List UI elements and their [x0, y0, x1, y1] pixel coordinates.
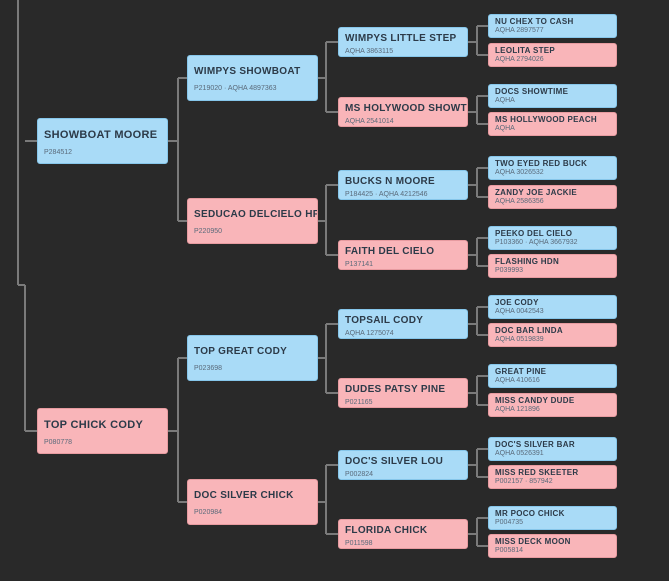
- horse-name: DOCS SHOWTIME: [495, 87, 569, 96]
- gen3-dam-node[interactable]: DUDES PATSY PINE P021165: [338, 378, 468, 408]
- horse-registration: P137141: [345, 261, 374, 268]
- horse-registration: P039993: [495, 267, 524, 274]
- gen4-sire-node[interactable]: MR POCO CHICK P004735: [488, 506, 617, 530]
- horse-name: TOPSAIL CODY: [345, 315, 424, 326]
- gen4-dam-node[interactable]: MISS RED SKEETER P002157 · 857942: [488, 465, 617, 489]
- horse-registration: AQHA: [495, 125, 515, 132]
- horse-name: SHOWBOAT MOORE: [44, 129, 158, 141]
- horse-name: TOP CHICK CODY: [44, 419, 144, 431]
- horse-name: MISS DECK MOON: [495, 537, 571, 546]
- sire-node[interactable]: SHOWBOAT MOORE P284512: [37, 118, 168, 164]
- horse-name: TOP GREAT CODY: [194, 346, 288, 357]
- horse-registration: AQHA 2794026: [495, 56, 544, 63]
- gen3-sire-node[interactable]: DOC'S SILVER LOU P002824: [338, 450, 468, 480]
- horse-registration: P021165: [345, 399, 373, 406]
- horse-registration: P080778: [44, 439, 73, 446]
- horse-name: ZANDY JOE JACKIE: [495, 188, 578, 197]
- horse-name: DUDES PATSY PINE: [345, 384, 446, 395]
- horse-name: FLORIDA CHICK: [345, 525, 428, 536]
- gen4-sire-node[interactable]: NU CHEX TO CASH AQHA 2897577: [488, 14, 617, 38]
- horse-name: MISS CANDY DUDE: [495, 396, 575, 405]
- horse-name: TWO EYED RED BUCK: [495, 159, 588, 168]
- gen4-sire-node[interactable]: JOE CODY AQHA 0042543: [488, 295, 617, 319]
- gen4-sire-node[interactable]: DOCS SHOWTIME AQHA: [488, 84, 617, 108]
- gen4-sire-node[interactable]: DOC'S SILVER BAR AQHA 0526391: [488, 437, 617, 461]
- horse-registration: AQHA 0526391: [495, 450, 544, 457]
- horse-registration: P004735: [495, 519, 524, 526]
- gen4-dam-node[interactable]: MISS DECK MOON P005814: [488, 534, 617, 558]
- horse-registration: P011598: [345, 540, 373, 547]
- horse-registration: AQHA 1275074: [345, 330, 394, 337]
- gen3-sire-node[interactable]: WIMPYS LITTLE STEP AQHA 3863115: [338, 27, 468, 57]
- horse-name: BUCKS N MOORE: [345, 176, 436, 187]
- horse-name: MISS RED SKEETER: [495, 468, 579, 477]
- horse-name: FLASHING HDN: [495, 257, 560, 266]
- horse-name: MR POCO CHICK: [495, 509, 565, 518]
- horse-registration: AQHA 2897577: [495, 27, 544, 34]
- gen4-dam-node[interactable]: ZANDY JOE JACKIE AQHA 2586356: [488, 185, 617, 209]
- gen3-sire-node[interactable]: BUCKS N MOORE P184425 · AQHA 4212546: [338, 170, 468, 200]
- gen4-dam-node[interactable]: DOC BAR LINDA AQHA 0519839: [488, 323, 617, 347]
- horse-name: LEOLITA STEP: [495, 46, 556, 55]
- dam-node[interactable]: TOP CHICK CODY P080778: [37, 408, 168, 454]
- horse-registration: AQHA 2586356: [495, 198, 544, 205]
- horse-registration: P284512: [44, 149, 73, 156]
- horse-name: WIMPYS LITTLE STEP: [345, 33, 457, 44]
- horse-registration: AQHA 0042543: [495, 308, 544, 315]
- gen4-dam-node[interactable]: LEOLITA STEP AQHA 2794026: [488, 43, 617, 67]
- maternal-grandsire-node[interactable]: TOP GREAT CODY P023698: [187, 335, 318, 381]
- gen4-dam-node[interactable]: MS HOLLYWOOD PEACH AQHA: [488, 112, 617, 136]
- horse-registration: P005814: [495, 547, 524, 554]
- gen4-sire-node[interactable]: GREAT PINE AQHA 410616: [488, 364, 617, 388]
- gen4-dam-node[interactable]: FLASHING HDN P039993: [488, 254, 617, 278]
- horse-registration: P184425 · AQHA 4212546: [345, 191, 428, 198]
- horse-registration: P103360 · AQHA 3667932: [495, 239, 578, 246]
- gen4-dam-node[interactable]: MISS CANDY DUDE AQHA 121896: [488, 393, 617, 417]
- horse-name: FAITH DEL CIELO: [345, 246, 435, 257]
- horse-registration: P220950: [194, 228, 223, 235]
- horse-name: DOC'S SILVER BAR: [495, 440, 575, 449]
- horse-registration: AQHA 0519839: [495, 336, 544, 343]
- gen4-sire-node[interactable]: PEEKO DEL CIELO P103360 · AQHA 3667932: [488, 226, 617, 250]
- horse-name: DOC'S SILVER LOU: [345, 456, 444, 467]
- horse-name: MS HOLYWOOD SHOWTI: [345, 103, 468, 114]
- gen3-dam-node[interactable]: MS HOLYWOOD SHOWTI AQHA 2541014: [338, 97, 468, 127]
- maternal-granddam-node[interactable]: DOC SILVER CHICK P020984: [187, 479, 318, 525]
- horse-registration: AQHA 2541014: [345, 118, 394, 125]
- horse-registration: AQHA: [495, 97, 515, 104]
- paternal-grandsire-node[interactable]: WIMPYS SHOWBOAT P219020 · AQHA 4897363: [187, 55, 318, 101]
- horse-name: MS HOLLYWOOD PEACH: [495, 115, 597, 124]
- horse-registration: AQHA 410616: [495, 377, 540, 384]
- horse-name: JOE CODY: [495, 298, 539, 307]
- horse-registration: AQHA 3026532: [495, 169, 544, 176]
- gen4-sire-node[interactable]: TWO EYED RED BUCK AQHA 3026532: [488, 156, 617, 180]
- horse-registration: P020984: [194, 509, 223, 516]
- paternal-granddam-node[interactable]: SEDUCAO DELCIELO HF P220950: [187, 198, 318, 244]
- horse-name: DOC BAR LINDA: [495, 326, 563, 335]
- horse-name: PEEKO DEL CIELO: [495, 229, 573, 238]
- horse-registration: AQHA 121896: [495, 406, 540, 413]
- horse-name: GREAT PINE: [495, 367, 547, 376]
- horse-registration: P023698: [194, 365, 223, 372]
- horse-registration: P002157 · 857942: [495, 478, 553, 485]
- horse-registration: P002824: [345, 471, 374, 478]
- horse-name: NU CHEX TO CASH: [495, 17, 574, 26]
- horse-name: WIMPYS SHOWBOAT: [194, 66, 301, 77]
- horse-name: SEDUCAO DELCIELO HF: [194, 209, 318, 220]
- gen3-sire-node[interactable]: TOPSAIL CODY AQHA 1275074: [338, 309, 468, 339]
- horse-registration: AQHA 3863115: [345, 48, 394, 55]
- gen3-dam-node[interactable]: FAITH DEL CIELO P137141: [338, 240, 468, 270]
- gen3-dam-node[interactable]: FLORIDA CHICK P011598: [338, 519, 468, 549]
- horse-name: DOC SILVER CHICK: [194, 490, 294, 501]
- horse-registration: P219020 · AQHA 4897363: [194, 85, 277, 92]
